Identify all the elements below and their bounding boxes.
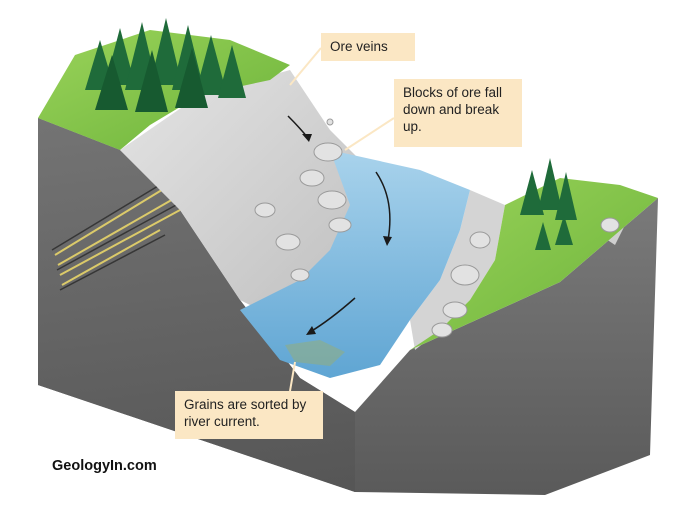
callout-leaders	[289, 47, 395, 392]
callout-grains-sorted: Grains are sorted by river current.	[175, 391, 323, 439]
river-deposit	[285, 340, 345, 366]
forest-left	[85, 18, 246, 112]
block-front-face	[355, 198, 658, 495]
right-grass-plateau	[410, 178, 658, 350]
watermark: GeologyIn.com	[52, 458, 157, 474]
arrow-heads	[302, 134, 392, 335]
boulders	[254, 118, 620, 338]
callout-blocks-of-ore: Blocks of ore fall down and break up.	[394, 79, 522, 147]
dark-vein-streaks	[51, 179, 179, 291]
forest-right	[520, 158, 577, 250]
callout-ore-veins: Ore veins	[321, 33, 415, 61]
river	[240, 150, 470, 378]
